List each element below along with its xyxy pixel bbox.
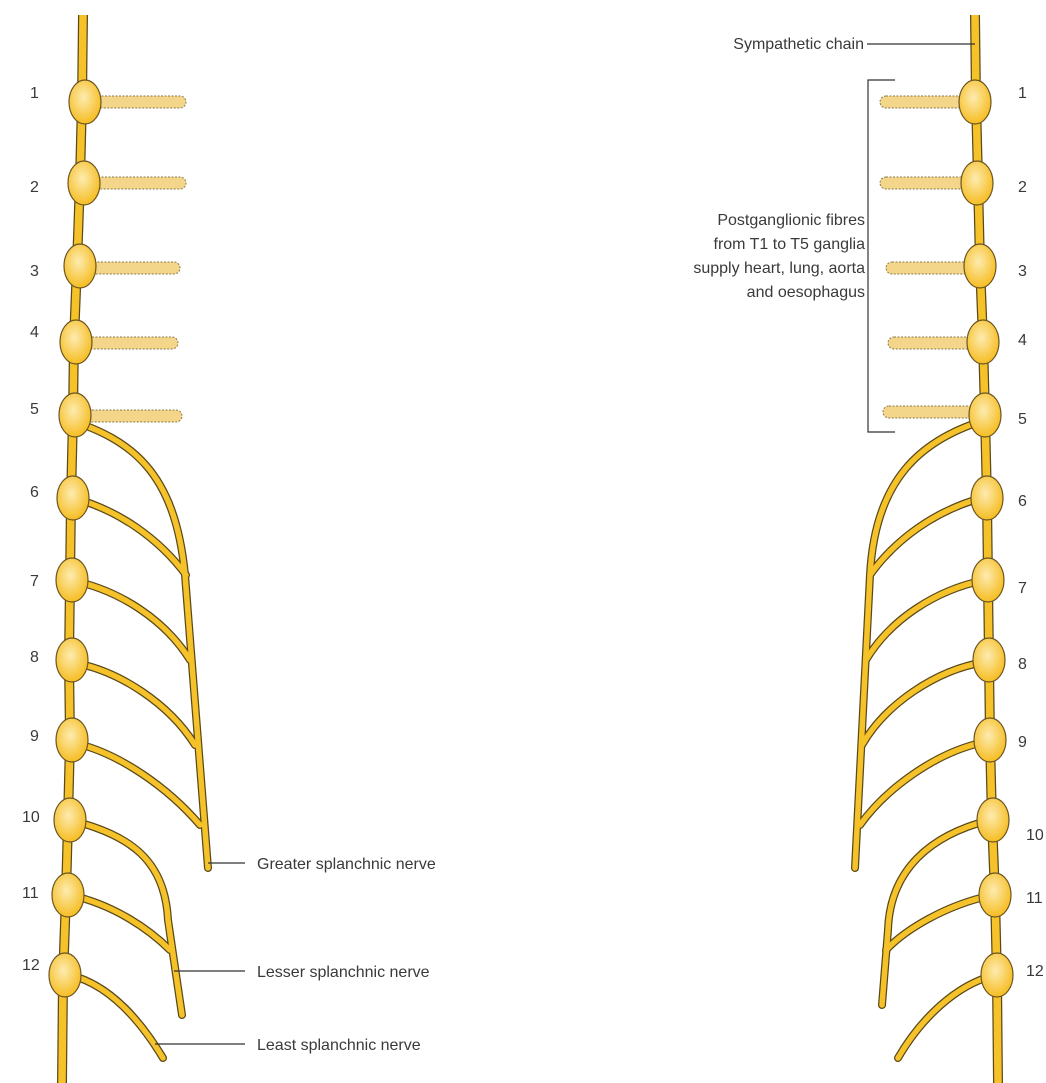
- left-labels: Greater splanchnic nerve Lesser splanchn…: [155, 856, 436, 1054]
- sympathetic-chain-label: Sympathetic chain: [733, 36, 864, 53]
- right-number-6: 6: [1018, 493, 1027, 510]
- postganglionic-line-1: Postganglionic fibres: [717, 212, 865, 229]
- right-least-splanchnic-root: [898, 975, 995, 1058]
- left-ganglion-1: [69, 80, 101, 124]
- left-number-1: 1: [30, 85, 39, 102]
- left-ganglion-2: [68, 161, 100, 205]
- postganglionic-bracket: [868, 80, 895, 432]
- right-ganglion-6: [971, 476, 1003, 520]
- postganglionic-line-4: and oesophagus: [747, 284, 865, 301]
- right-number-12: 12: [1026, 963, 1044, 980]
- right-labels: Sympathetic chain Postganglionic fibres …: [693, 36, 975, 432]
- right-chain-group: 1 2 3 4 5 6 7 8 9 10 11 12: [855, 15, 1044, 1083]
- left-ganglion-7: [56, 558, 88, 602]
- left-least-splanchnic-root: [70, 975, 163, 1058]
- left-ganglion-11: [52, 873, 84, 917]
- postganglionic-line-2: from T1 to T5 ganglia: [714, 236, 866, 253]
- left-greater-splanchnic-roots: [70, 420, 208, 868]
- right-number-1: 1: [1018, 85, 1027, 102]
- right-number-7: 7: [1018, 580, 1027, 597]
- left-number-10: 10: [22, 809, 40, 826]
- right-number-9: 9: [1018, 734, 1027, 751]
- right-number-10: 10: [1026, 827, 1044, 844]
- right-ganglion-8: [973, 638, 1005, 682]
- right-ganglion-numbers: 1 2 3 4 5 6 7 8 9 10 11 12: [1018, 85, 1044, 980]
- left-postganglionic-fibres: [86, 96, 186, 422]
- left-number-3: 3: [30, 263, 39, 280]
- right-ganglion-3: [964, 244, 996, 288]
- left-number-11: 11: [22, 885, 39, 902]
- left-number-7: 7: [30, 573, 39, 590]
- left-number-12: 12: [22, 957, 40, 974]
- right-ganglion-12: [981, 953, 1013, 997]
- right-number-8: 8: [1018, 656, 1027, 673]
- left-number-4: 4: [30, 324, 39, 341]
- left-ganglion-9: [56, 718, 88, 762]
- greater-splanchnic-label: Greater splanchnic nerve: [257, 856, 436, 873]
- right-greater-splanchnic-roots: [855, 420, 985, 868]
- right-ganglion-1: [959, 80, 991, 124]
- left-lesser-splanchnic-roots: [70, 820, 182, 1015]
- left-ganglion-4: [60, 320, 92, 364]
- left-ganglion-5: [59, 393, 91, 437]
- left-ganglion-numbers: 1 2 3 4 5 6 7 8 9 10 11 12: [22, 85, 40, 974]
- postganglionic-line-3: supply heart, lung, aorta: [693, 260, 865, 277]
- right-number-5: 5: [1018, 411, 1027, 428]
- right-number-2: 2: [1018, 179, 1027, 196]
- left-number-5: 5: [30, 401, 39, 418]
- right-ganglion-10: [977, 798, 1009, 842]
- right-ganglion-11: [979, 873, 1011, 917]
- right-ganglion-9: [974, 718, 1006, 762]
- left-ganglion-8: [56, 638, 88, 682]
- left-number-8: 8: [30, 649, 39, 666]
- left-ganglion-12: [49, 953, 81, 997]
- left-ganglion-10: [54, 798, 86, 842]
- left-number-2: 2: [30, 179, 39, 196]
- right-ganglion-2: [961, 161, 993, 205]
- right-ganglion-7: [972, 558, 1004, 602]
- right-number-4: 4: [1018, 332, 1027, 349]
- left-chain-group: 1 2 3 4 5 6 7 8 9 10 11 12: [22, 15, 208, 1083]
- left-ganglion-6: [57, 476, 89, 520]
- left-number-9: 9: [30, 728, 39, 745]
- left-number-6: 6: [30, 484, 39, 501]
- right-ganglion-5: [969, 393, 1001, 437]
- lesser-splanchnic-label: Lesser splanchnic nerve: [257, 964, 430, 981]
- least-splanchnic-label: Least splanchnic nerve: [257, 1037, 421, 1054]
- right-number-3: 3: [1018, 263, 1027, 280]
- left-ganglion-3: [64, 244, 96, 288]
- right-number-11: 11: [1026, 890, 1043, 907]
- right-ganglion-4: [967, 320, 999, 364]
